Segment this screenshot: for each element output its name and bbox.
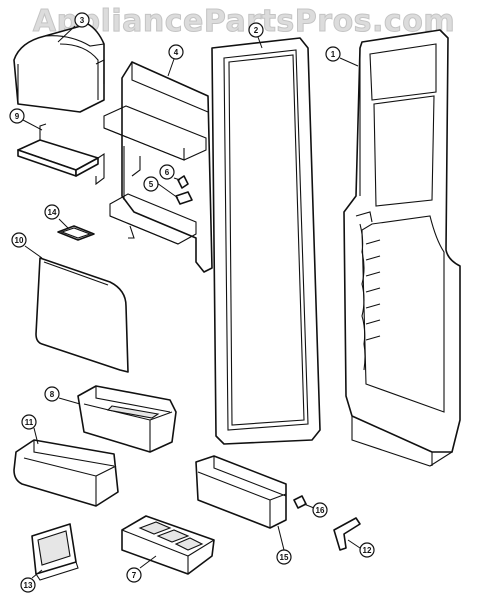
- part-11-door-bin[interactable]: [13, 439, 119, 507]
- callout-10: 10: [11, 232, 27, 248]
- leader-lines: [22, 25, 361, 579]
- callout-7: 7: [126, 567, 142, 583]
- svg-text:16: 16: [316, 506, 325, 515]
- callout-13: 13: [20, 577, 36, 593]
- svg-text:2: 2: [254, 26, 259, 35]
- callout-4: 4: [168, 44, 184, 60]
- svg-text:5: 5: [149, 180, 154, 189]
- callout-16: 16: [312, 502, 328, 518]
- svg-text:12: 12: [363, 546, 372, 555]
- watermark: AppliancePartsPros.com: [32, 4, 456, 40]
- part-7-tray[interactable]: [121, 515, 215, 575]
- part-5-clip[interactable]: [175, 191, 193, 205]
- callout-1: 1: [325, 46, 341, 62]
- callout-3: 3: [74, 12, 90, 28]
- callout-15: 15: [276, 549, 292, 565]
- svg-text:8: 8: [50, 390, 55, 399]
- svg-text:4: 4: [174, 48, 179, 57]
- part-9-shelf[interactable]: [17, 123, 105, 186]
- svg-text:10: 10: [15, 236, 24, 245]
- svg-text:1: 1: [331, 50, 336, 59]
- svg-text:13: 13: [24, 581, 33, 590]
- part-10-panel[interactable]: [35, 257, 129, 373]
- callout-8: 8: [44, 386, 60, 402]
- callout-12: 12: [359, 542, 375, 558]
- svg-text:9: 9: [15, 112, 20, 121]
- part-6-clip[interactable]: [177, 175, 189, 189]
- callout-2: 2: [248, 22, 264, 38]
- svg-text:7: 7: [132, 571, 137, 580]
- part-13-bracket[interactable]: [31, 523, 79, 581]
- callout-5: 5: [143, 176, 159, 192]
- svg-text:11: 11: [25, 418, 34, 427]
- part-14-pad[interactable]: [57, 225, 95, 241]
- part-3-upper-bin[interactable]: [13, 23, 105, 113]
- svg-text:6: 6: [165, 168, 170, 177]
- part-2-door-gasket[interactable]: [211, 37, 321, 445]
- part-16-screw[interactable]: [293, 495, 307, 509]
- svg-text:3: 3: [80, 16, 85, 25]
- svg-text:15: 15: [280, 553, 289, 562]
- callout-9: 9: [9, 108, 25, 124]
- callout-11: 11: [21, 414, 37, 430]
- callout-14: 14: [44, 204, 60, 220]
- svg-text:14: 14: [48, 208, 57, 217]
- part-15-bottom-bin[interactable]: [195, 455, 287, 529]
- part-12-hinge[interactable]: [333, 517, 361, 551]
- part-1-door-liner[interactable]: [343, 29, 461, 467]
- part-4-shelf-assembly[interactable]: [103, 61, 213, 273]
- callout-6: 6: [159, 164, 175, 180]
- part-8-door-bin[interactable]: [77, 385, 177, 453]
